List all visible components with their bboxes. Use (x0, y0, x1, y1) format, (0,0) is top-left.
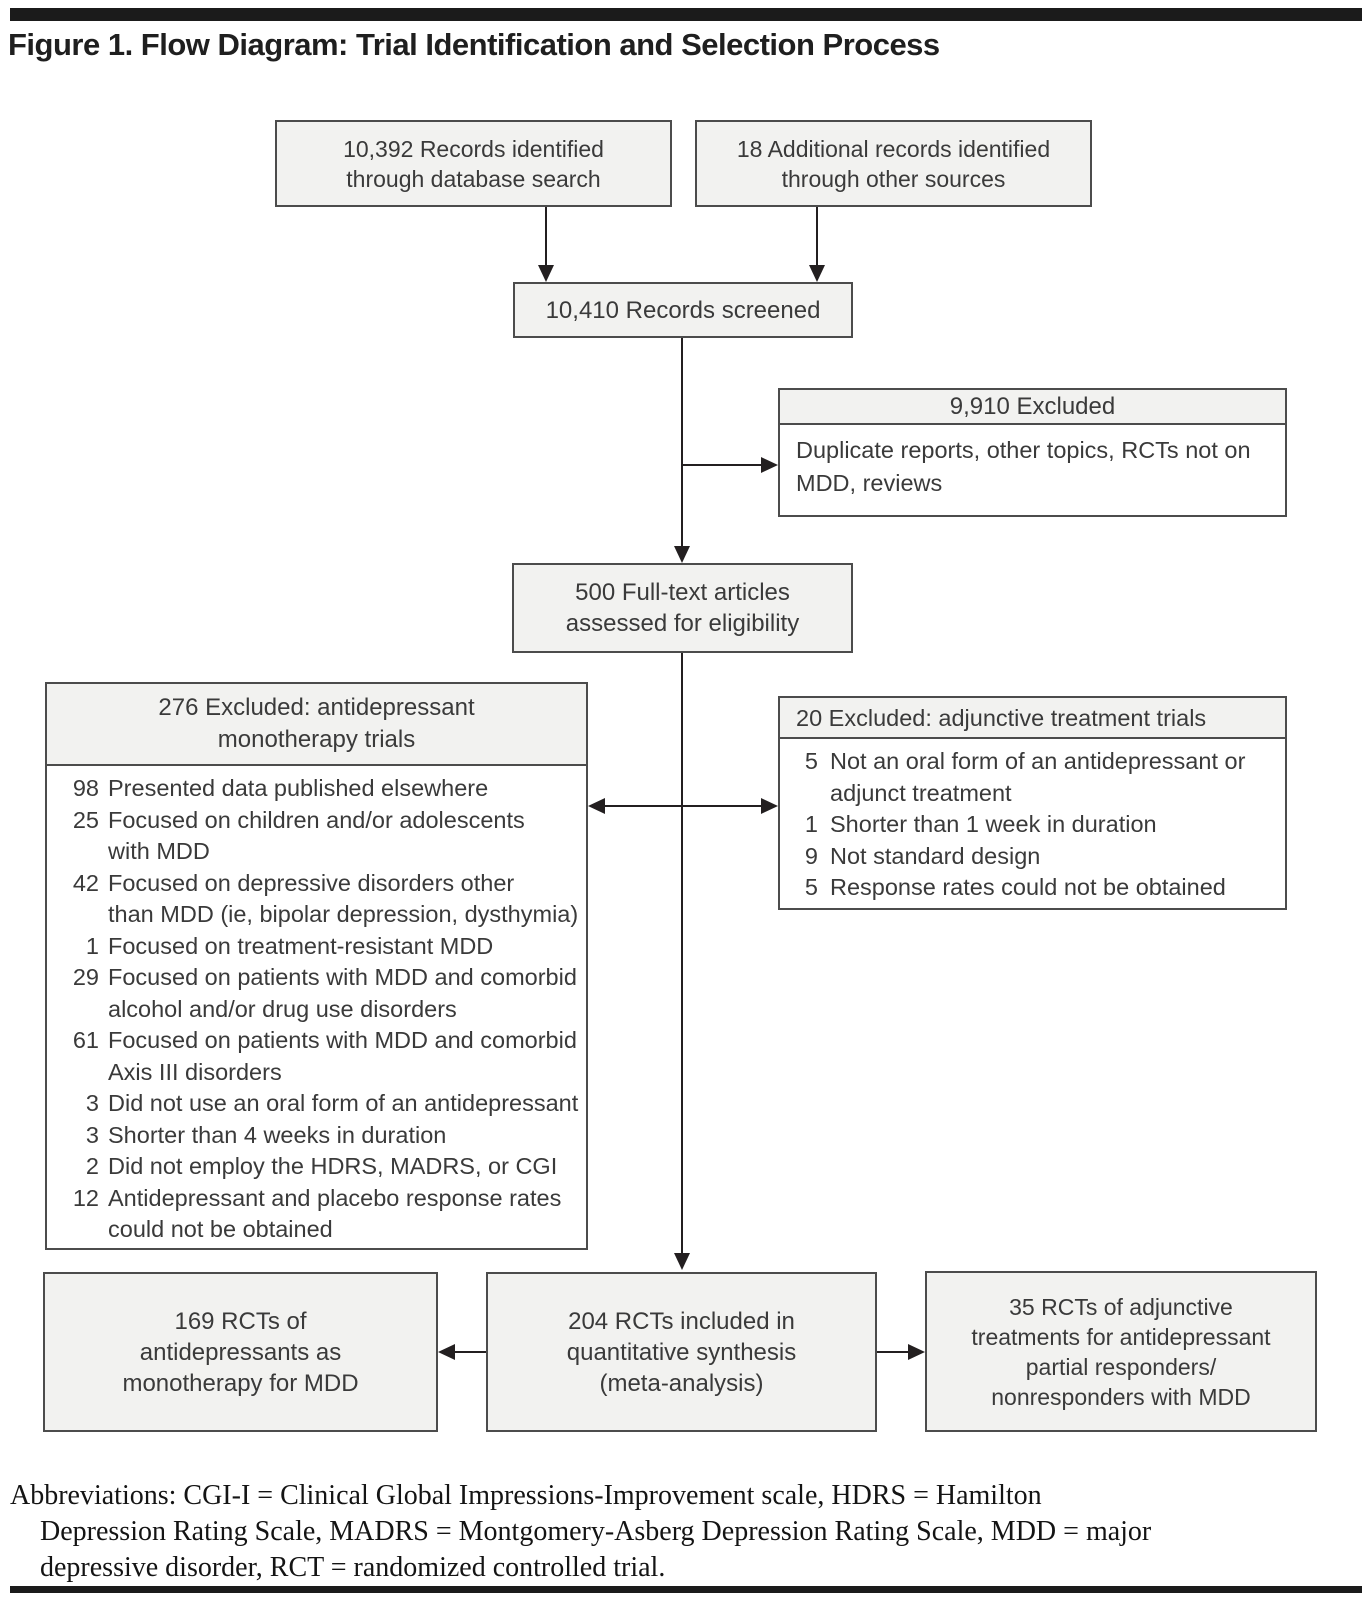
arrow-included-to-monotherapy (452, 1351, 486, 1353)
top-rule (10, 8, 1362, 21)
box-rcts-adjunctive: 35 RCTs of adjunctive treatments for ant… (925, 1271, 1317, 1432)
box-excluded-monotherapy-header: 276 Excluded: antidepressant monotherapy… (47, 684, 586, 766)
arrowhead-into-monotherapy-excluded (588, 798, 605, 814)
box-excluded-adjunctive: 20 Excluded: adjunctive treatment trials… (778, 696, 1287, 910)
arrowhead-included-to-monotherapy (438, 1344, 455, 1360)
arrowhead-screened-to-excluded (761, 457, 778, 473)
arrowhead-screened-to-fulltext (674, 546, 690, 563)
arrow-db-to-screened (545, 207, 547, 267)
box-excluded-monotherapy: 276 Excluded: antidepressant monotherapy… (45, 682, 588, 1250)
box-records-screened: 10,410 Records screened (513, 282, 853, 338)
arrowhead-other-to-screened (809, 265, 825, 282)
arrow-other-to-screened (816, 207, 818, 267)
arrow-screened-to-excluded (682, 464, 764, 466)
box-rcts-included: 204 RCTs included in quantitative synthe… (486, 1272, 877, 1432)
arrow-screened-to-fulltext (681, 338, 683, 548)
footer-abbreviations: Abbreviations: CGI-I = Clinical Global I… (10, 1480, 1152, 1583)
box-excluded-screening-header: 9,910 Excluded (780, 390, 1285, 425)
box-records-identified-other: 18 Additional records identified through… (695, 120, 1092, 207)
arrow-fulltext-to-included (681, 653, 683, 1255)
figure-title: Figure 1. Flow Diagram: Trial Identifica… (8, 27, 940, 62)
arrowhead-into-adjunctive-excluded (761, 798, 778, 814)
arrowhead-db-to-screened (538, 265, 554, 282)
bottom-rule (10, 1586, 1362, 1593)
box-rcts-monotherapy: 169 RCTs of antidepressants as monothera… (43, 1272, 438, 1432)
box-fulltext-assessed: 500 Full-text articles assessed for elig… (512, 563, 853, 653)
box-excluded-screening: 9,910 Excluded Duplicate reports, other … (778, 388, 1287, 517)
box-excluded-adjunctive-header: 20 Excluded: adjunctive treatment trials (780, 698, 1285, 739)
arrowhead-fulltext-to-included (674, 1253, 690, 1270)
box-records-identified-db: 10,392 Records identified through databa… (275, 120, 672, 207)
arrow-monotherapy-adjunctive (601, 805, 765, 807)
arrowhead-included-to-adjunctive (908, 1344, 925, 1360)
arrow-included-to-adjunctive (877, 1351, 911, 1353)
box-excluded-screening-body: Duplicate reports, other topics, RCTs no… (796, 437, 1251, 496)
